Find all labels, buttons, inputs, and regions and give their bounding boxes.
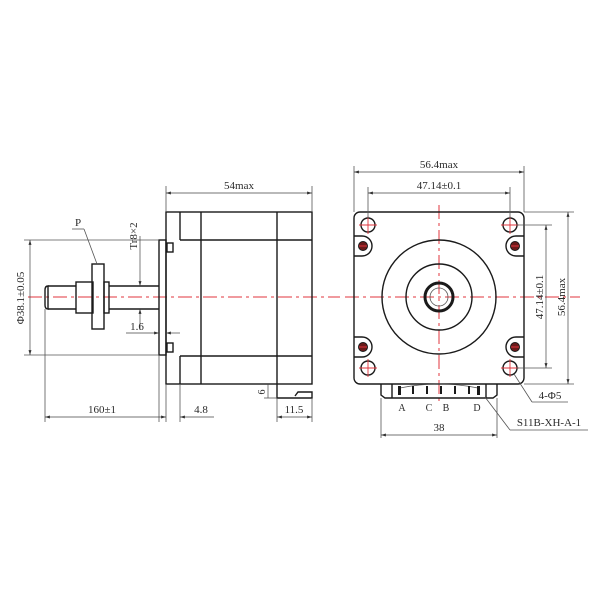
label-pilot-diameter: Φ38.1±0.05 [15, 271, 27, 324]
label-body-width: 56.4max [420, 159, 459, 171]
nut-callout: P [72, 217, 98, 265]
pin-a: A [398, 403, 406, 414]
pin-c: C [426, 403, 433, 414]
label-connector-length: 11.5 [285, 404, 304, 416]
lead-screw [44, 263, 159, 330]
label-mount-holes: 4-Φ5 [539, 390, 562, 402]
shaft-bore [423, 281, 455, 313]
dim-screw-length: 160±1 [44, 309, 167, 422]
pin-d: D [473, 403, 480, 414]
boss-outer [381, 239, 497, 355]
label-nut: P [75, 217, 81, 229]
boss-inner [405, 263, 473, 331]
label-flange-thickness: 1.6 [130, 321, 144, 333]
side-connector [276, 384, 313, 399]
connector-callout: S11B-XH-A-1 [484, 396, 588, 431]
dim-lead-screw: Tr8×2 [128, 222, 142, 330]
mount-holes-callout: 4-Φ5 [513, 373, 568, 403]
dim-body-width: 56.4max [353, 159, 525, 212]
label-body-length: 54max [224, 180, 254, 192]
dim-body-length: 54max [165, 180, 313, 212]
front-view: A C B D 56.4max 47.14±0.1 47.14±0.1 [345, 159, 588, 438]
motor-body [165, 211, 313, 385]
label-connector-part: S11B-XH-A-1 [517, 417, 581, 429]
front-connector [380, 383, 498, 399]
label-lead-screw: Tr8×2 [128, 222, 140, 249]
label-hole-spacing-h: 47.14±0.1 [417, 180, 462, 192]
pin-b: B [443, 403, 450, 414]
pin-labels: A C B D [398, 403, 480, 414]
label-screw-length: 160±1 [88, 404, 116, 416]
dim-hole-spacing-v: 47.14±0.1 [517, 224, 552, 369]
screws [354, 235, 524, 358]
label-connector-height: 6 [257, 390, 268, 395]
dim-connector-width: 38 [380, 398, 498, 438]
dim-body-height: 56.4max [524, 211, 574, 385]
label-pilot-depth: 4.8 [194, 404, 208, 416]
dim-connector-height: 6 [257, 384, 277, 399]
dim-hole-spacing-h: 47.14±0.1 [367, 180, 511, 218]
dim-flange-thickness: 1.6 [126, 321, 180, 335]
label-connector-width: 38 [434, 422, 446, 434]
label-hole-spacing-v: 47.14±0.1 [534, 275, 546, 320]
side-view: 54max Φ38.1±0.05 Tr8×2 P 1.6 [15, 180, 340, 422]
dim-pilot-diameter: Φ38.1±0.05 [15, 239, 159, 356]
shaft [429, 287, 449, 307]
dim-pilot-depth: 4.8 [179, 384, 214, 422]
label-body-height: 56.4max [556, 277, 568, 316]
dim-connector-length: 11.5 [276, 398, 313, 422]
pilot-flange [158, 239, 167, 356]
